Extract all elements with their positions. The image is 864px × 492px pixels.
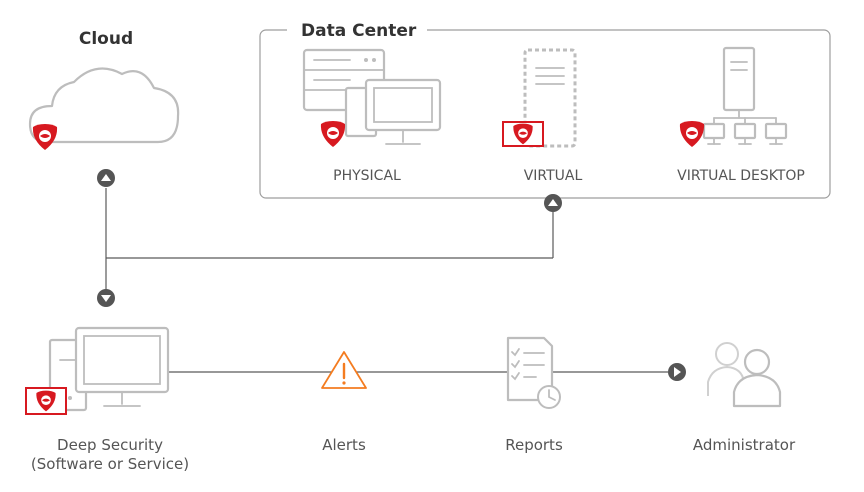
cloud-shield-icon — [32, 124, 58, 150]
alerts-label: Alerts — [322, 436, 366, 454]
deep-security-computer-icon — [48, 326, 170, 412]
deep-security-shield-icon — [25, 387, 67, 415]
virtual-desktop-shield-icon — [679, 121, 705, 147]
cloud-label: Cloud — [79, 29, 133, 49]
virtual-label: VIRTUAL — [524, 168, 583, 184]
deep-security-sublabel: (Software or Service) — [31, 455, 189, 473]
data-center-title-bg — [287, 18, 427, 42]
cloud-up-arrow-icon — [97, 169, 115, 187]
cloud-icon — [28, 67, 180, 144]
administrator-label: Administrator — [693, 436, 796, 454]
virtual-shield-icon — [502, 121, 544, 147]
deep-security-label: Deep Security — [57, 436, 163, 454]
data-center-title: Data Center — [301, 21, 417, 41]
data-center-box — [259, 29, 831, 199]
clock-icon — [537, 385, 561, 409]
down-arrow-icon — [97, 289, 115, 307]
virtual-up-arrow-icon — [544, 194, 562, 212]
reports-label: Reports — [505, 436, 563, 454]
physical-label: PHYSICAL — [333, 168, 401, 184]
right-arrow-icon — [668, 363, 686, 381]
physical-monitor-icon — [344, 78, 442, 145]
network-icon — [702, 46, 788, 145]
physical-shield-icon — [320, 121, 346, 147]
virtual-desktop-label: VIRTUAL DESKTOP — [677, 168, 805, 184]
admin-icon — [707, 342, 782, 408]
alert-icon — [321, 351, 367, 389]
report-icon — [506, 336, 554, 402]
